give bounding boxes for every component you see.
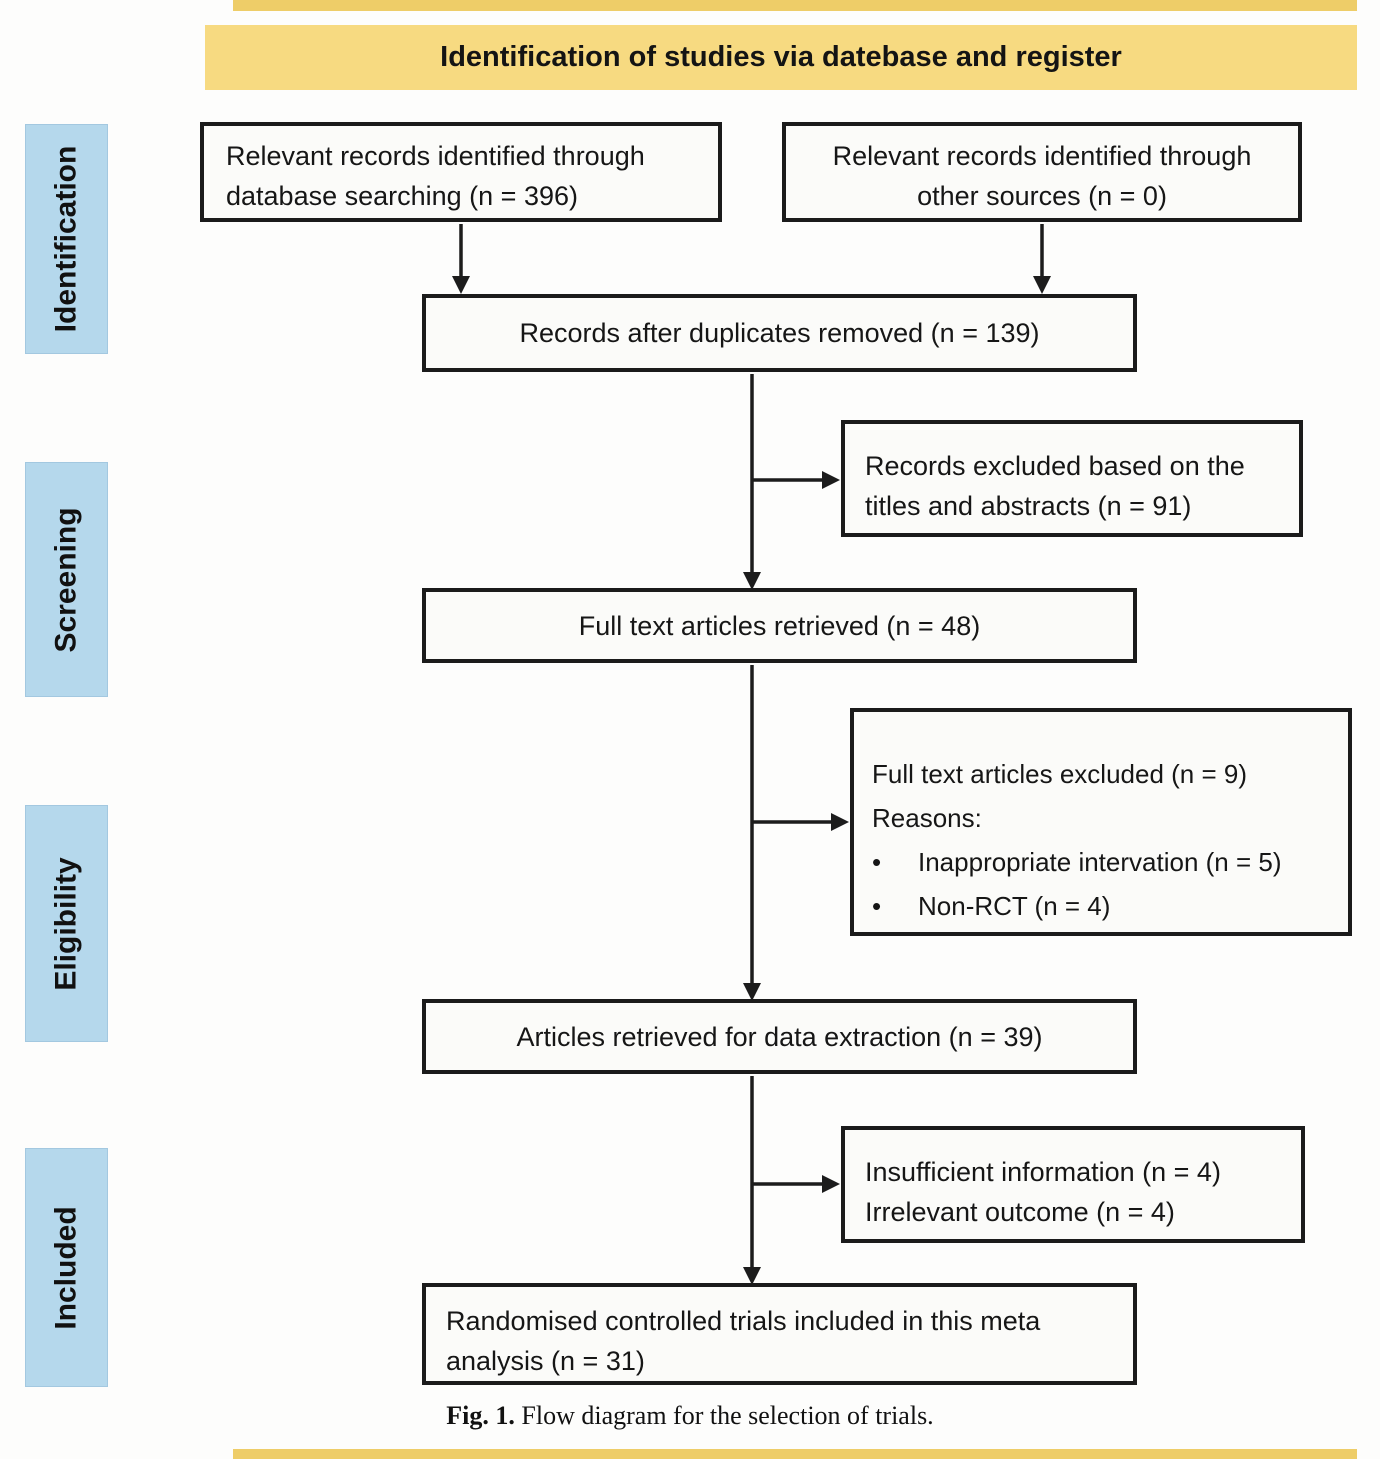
flow-box-duplicates-removed: Records after duplicates removed (n = 13… [422, 294, 1137, 372]
flow-box-duplicates-removed-text: Records after duplicates removed (n = 13… [519, 318, 1040, 348]
flow-box-fulltext-excluded-reasons: Reasons: [872, 803, 982, 833]
flow-box-insufficient-information-line1: Insufficient information (n = 4) [865, 1157, 1221, 1187]
flow-box-fulltext-excluded: Full text articles excluded (n = 9) Reas… [850, 708, 1352, 936]
flow-box-fulltext-excluded-bullet2: Non-RCT (n = 4) [918, 891, 1111, 921]
flow-box-records-excluded-line1: Records excluded based on the [865, 451, 1245, 481]
flow-box-insufficient-information: Insufficient information (n = 4) Irrelev… [841, 1126, 1305, 1243]
figure-header-banner: Identification of studies via datebase a… [205, 25, 1357, 90]
flow-box-fulltext-retrieved: Full text articles retrieved (n = 48) [422, 588, 1137, 663]
flow-box-other-sources-line2: other sources (n = 0) [917, 181, 1167, 211]
top-edge-strip [233, 0, 1357, 11]
flow-box-data-extraction-text: Articles retrieved for data extraction (… [516, 1021, 1043, 1052]
figure-caption-label: Fig. 1. [446, 1401, 515, 1430]
figure-caption: Fig. 1. Flow diagram for the selection o… [0, 1401, 1380, 1431]
flow-box-other-sources: Relevant records identified through othe… [782, 122, 1302, 222]
bottom-edge-strip [233, 1449, 1357, 1459]
flow-box-records-excluded-line2: titles and abstracts (n = 91) [865, 491, 1192, 521]
flow-box-data-extraction: Articles retrieved for data extraction (… [422, 999, 1137, 1074]
flow-box-database-search: Relevant records identified through data… [200, 122, 722, 222]
flow-box-insufficient-information-line2: Irrelevant outcome (n = 4) [865, 1197, 1175, 1227]
bullet-icon: • [872, 847, 882, 877]
flow-box-database-search-line1: Relevant records identified through [226, 141, 645, 171]
flow-box-fulltext-excluded-line1: Full text articles excluded (n = 9) [872, 759, 1247, 789]
flow-box-fulltext-excluded-bullet2-row: • Non-RCT (n = 4) [872, 884, 1344, 928]
bullet-icon: • [872, 891, 882, 921]
stage-label-eligibility: Eligibility [25, 805, 108, 1042]
figure-header-title: Identification of studies via datebase a… [440, 41, 1122, 73]
stage-label-identification: Identification [25, 124, 108, 354]
stage-label-included: Included [25, 1148, 108, 1387]
flow-box-fulltext-retrieved-text: Full text articles retrieved (n = 48) [578, 610, 981, 641]
flow-box-included-rct-line2: analysis (n = 31) [446, 1346, 645, 1376]
flow-box-included-rct-line1: Randomised controlled trials included in… [446, 1306, 1041, 1336]
flow-box-fulltext-excluded-bullet1-row: • Inappropriate intervation (n = 5) [872, 840, 1344, 884]
figure-caption-text: Flow diagram for the selection of trials… [514, 1401, 934, 1430]
flow-box-fulltext-excluded-bullet1: Inappropriate intervation (n = 5) [918, 847, 1282, 877]
flow-box-database-search-line2: database searching (n = 396) [226, 181, 578, 211]
flow-box-records-excluded: Records excluded based on the titles and… [841, 420, 1303, 537]
stage-label-screening: Screening [25, 462, 108, 697]
flow-box-other-sources-line1: Relevant records identified through [832, 141, 1252, 171]
flow-box-included-rct: Randomised controlled trials included in… [422, 1283, 1137, 1385]
